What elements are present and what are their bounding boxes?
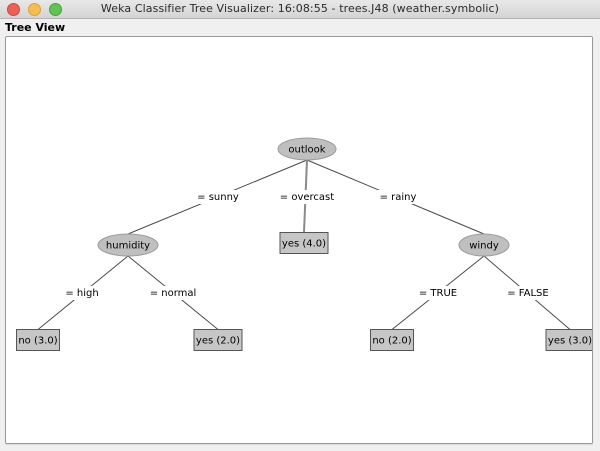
edge-label-backdrop (375, 190, 421, 204)
tree-edge-label: = normal (150, 288, 197, 299)
minimize-button[interactable] (28, 2, 41, 16)
leaf-node-box[interactable] (370, 329, 414, 351)
tree-canvas-container[interactable]: = sunny = overcast = rainy = high = normal = … (5, 36, 593, 444)
tree-edge-label: = high (65, 288, 98, 299)
node-label: windy (469, 241, 499, 252)
edge-label-backdrop (505, 286, 551, 300)
tree-split-node[interactable]: outlook (277, 137, 337, 161)
maximize-button[interactable] (49, 2, 62, 16)
split-node-ellipse[interactable] (277, 137, 337, 161)
window-content: Tree View = sunny = overcast = rainy = high… (0, 19, 600, 451)
close-button[interactable] (7, 2, 20, 16)
edge-label-backdrop (417, 286, 459, 300)
edge-label-backdrop (147, 286, 199, 300)
node-label: yes (3.0) (548, 336, 592, 347)
window-controls (7, 0, 62, 18)
edge-label-backdrop (276, 190, 338, 204)
node-label: no (3.0) (18, 336, 57, 347)
node-label: no (2.0) (372, 336, 411, 347)
tree-edge-label: = rainy (380, 192, 417, 203)
node-label: outlook (288, 145, 325, 156)
edge-label-backdrop (195, 190, 241, 204)
tree-edge-labels: = sunny = overcast = rainy = high = normal = … (61, 190, 551, 300)
leaf-node-box[interactable] (545, 329, 592, 351)
tree-split-node[interactable]: windy (458, 233, 510, 257)
window-titlebar[interactable]: Weka Classifier Tree Visualizer: 16:08:5… (0, 0, 600, 19)
node-label: yes (4.0) (282, 239, 326, 250)
tree-leaf-node[interactable]: yes (3.0) (545, 329, 592, 351)
tree-leaf-node[interactable]: no (2.0) (370, 329, 414, 351)
tree-leaf-node[interactable]: yes (2.0) (193, 329, 243, 351)
edge-label-backdrop (61, 286, 103, 300)
tree-edge-label: = TRUE (419, 288, 457, 299)
leaf-node-box[interactable] (16, 329, 60, 351)
node-label: humidity (106, 241, 150, 252)
split-node-ellipse[interactable] (97, 233, 159, 257)
tree-edge-label: = sunny (197, 192, 239, 203)
tree-edge-label: = FALSE (507, 288, 548, 299)
node-label: yes (2.0) (196, 336, 240, 347)
tree-edge-label: = overcast (280, 192, 334, 203)
split-node-ellipse[interactable] (458, 233, 510, 257)
tree-nodes: outlook humidity windy yes (4.0) no (3.0) yes… (16, 137, 592, 351)
tree-split-node[interactable]: humidity (97, 233, 159, 257)
leaf-node-box[interactable] (193, 329, 243, 351)
leaf-node-box[interactable] (279, 232, 329, 254)
tree-leaf-node[interactable]: yes (4.0) (279, 232, 329, 254)
tree-view-label: Tree View (5, 21, 66, 34)
decision-tree-graphic[interactable]: = sunny = overcast = rainy = high = normal = … (6, 37, 592, 443)
window-title: Weka Classifier Tree Visualizer: 16:08:5… (100, 2, 500, 15)
tree-leaf-node[interactable]: no (3.0) (16, 329, 60, 351)
